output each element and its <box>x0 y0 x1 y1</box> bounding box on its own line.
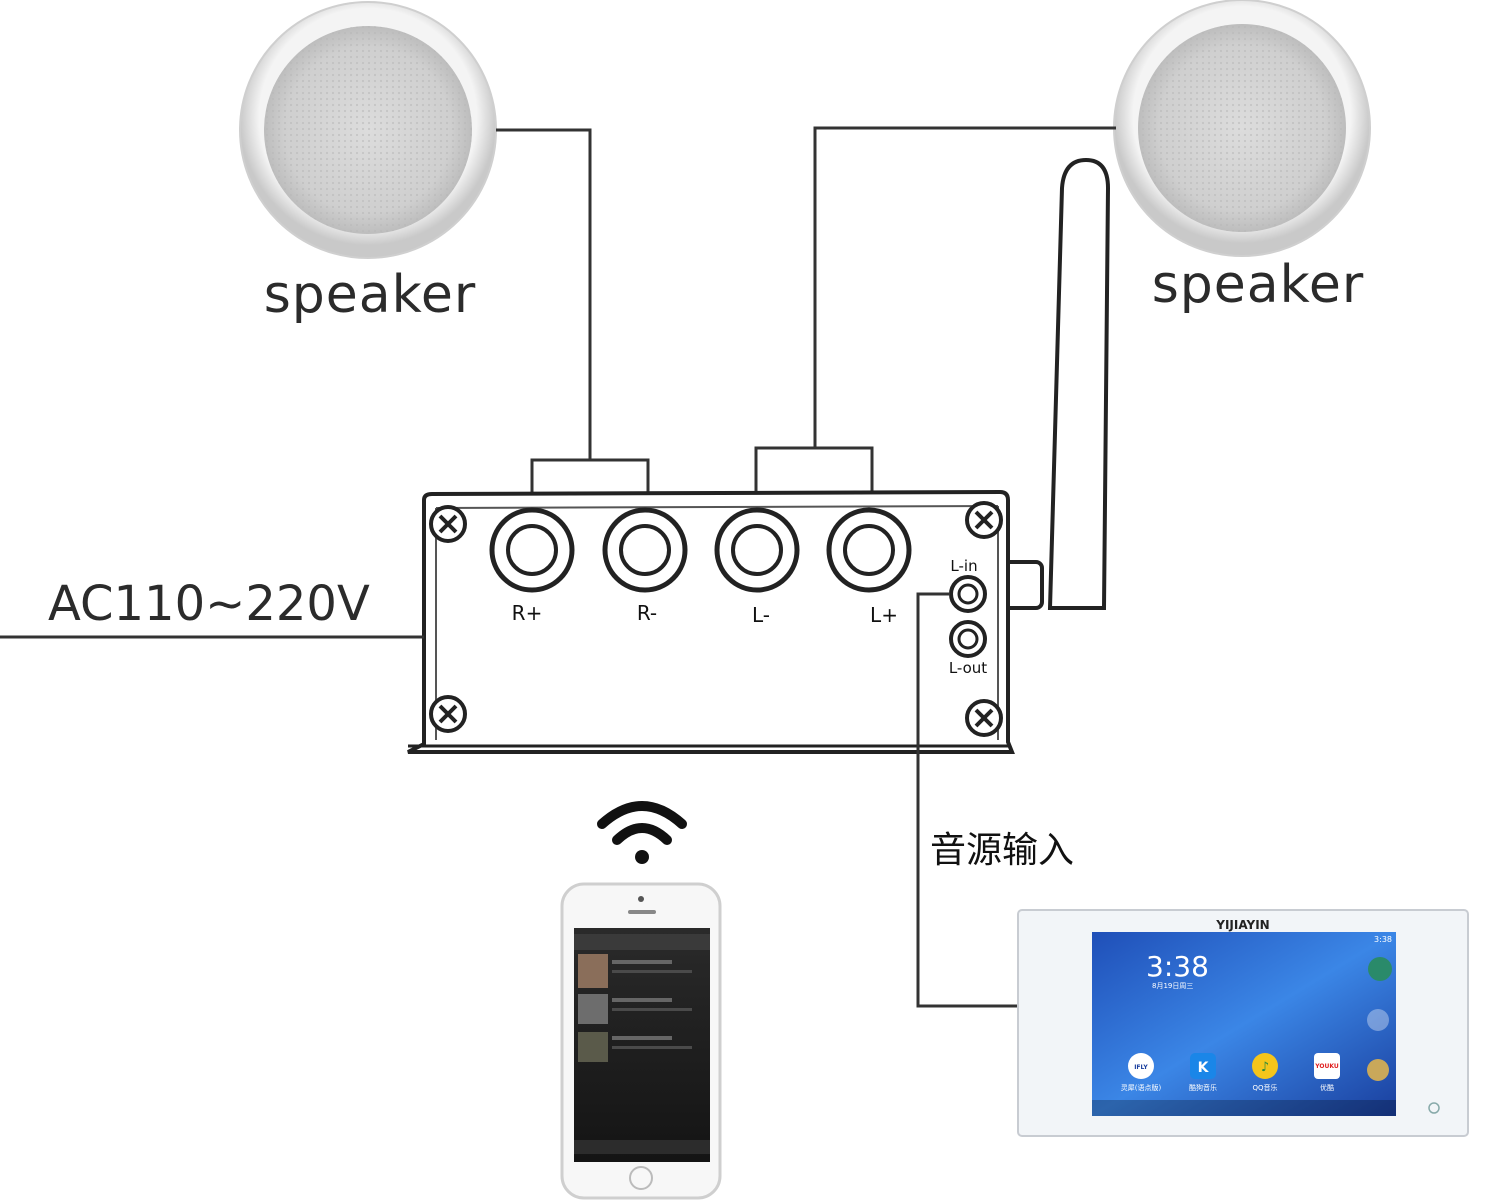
wall-panel: YIJIAYIN 3:38 3:38 8月19日周三 IFLY 灵犀(语点版) … <box>1017 909 1469 1137</box>
qqmusic-icon: ♪ <box>1261 1060 1269 1075</box>
power-button-icon[interactable] <box>1428 1102 1440 1114</box>
power-label: AC110~220V <box>48 576 370 632</box>
audio-input-label: 音源输入 <box>930 830 1074 871</box>
panel-screen[interactable] <box>1092 932 1396 1116</box>
antenna <box>1002 157 1111 610</box>
terminal-l-minus-label: L- <box>752 603 770 627</box>
screw-icon <box>965 699 1003 737</box>
screw-icon <box>429 505 467 543</box>
panel-brand: YIJIAYIN <box>1215 918 1269 932</box>
panel-status-time: 3:38 <box>1374 935 1392 944</box>
audio-input-wire: 音源输入 <box>916 592 1074 1008</box>
app-qqmusic-label: QQ音乐 <box>1252 1083 1277 1092</box>
wifi-icon <box>597 801 687 864</box>
app-ifly[interactable]: IFLY 灵犀(语点版) <box>1121 1053 1162 1092</box>
terminal-r-minus-label: R- <box>637 601 657 625</box>
terminal-l-plus-label: L+ <box>870 603 898 627</box>
speaker-right-label: speaker <box>1152 255 1365 315</box>
speaker-left: speaker <box>239 1 497 325</box>
app-youku-label: 优酷 <box>1320 1083 1334 1092</box>
app-ifly-label: 灵犀(语点版) <box>1121 1083 1162 1092</box>
jack-l-in: L-in <box>949 557 987 613</box>
terminal-r-minus: R- <box>602 507 688 625</box>
app-kugou-label: 酷狗音乐 <box>1189 1083 1217 1092</box>
speaker-right: speaker <box>1113 0 1371 315</box>
kugou-icon: K <box>1198 1060 1210 1076</box>
panel-date: 8月19日周三 <box>1152 982 1193 990</box>
speaker-wires <box>496 126 1116 520</box>
screw-icon <box>429 695 467 733</box>
speaker-left-label: speaker <box>264 265 477 325</box>
screw-icon <box>965 501 1003 539</box>
terminal-l-plus: L+ <box>826 507 912 627</box>
app-youku[interactable]: YOUKU 优酷 <box>1314 1053 1340 1092</box>
ifly-icon: IFLY <box>1134 1064 1148 1071</box>
panel-clock: 3:38 <box>1146 950 1209 983</box>
amplifier-box: R+ R- L- L+ L-in L-out <box>407 489 1015 754</box>
jack-l-out: L-out <box>949 620 987 677</box>
app-kugou[interactable]: K 酷狗音乐 <box>1189 1053 1217 1092</box>
terminal-r-plus-label: R+ <box>512 601 543 625</box>
app-drawer-icon[interactable] <box>1367 1009 1389 1031</box>
youku-icon: YOUKU <box>1314 1063 1339 1070</box>
panel-navbar <box>1092 1100 1396 1116</box>
settings-icon[interactable] <box>1367 1059 1389 1081</box>
jack-l-out-label: L-out <box>949 659 987 677</box>
terminal-l-minus: L- <box>714 507 800 627</box>
power-input: AC110~220V <box>0 576 424 639</box>
smartphone <box>560 882 722 1200</box>
app-qqmusic[interactable]: ♪ QQ音乐 <box>1252 1053 1278 1092</box>
jack-l-in-label: L-in <box>950 557 977 575</box>
globe-icon[interactable] <box>1368 957 1392 981</box>
terminal-r-plus: R+ <box>489 507 575 625</box>
